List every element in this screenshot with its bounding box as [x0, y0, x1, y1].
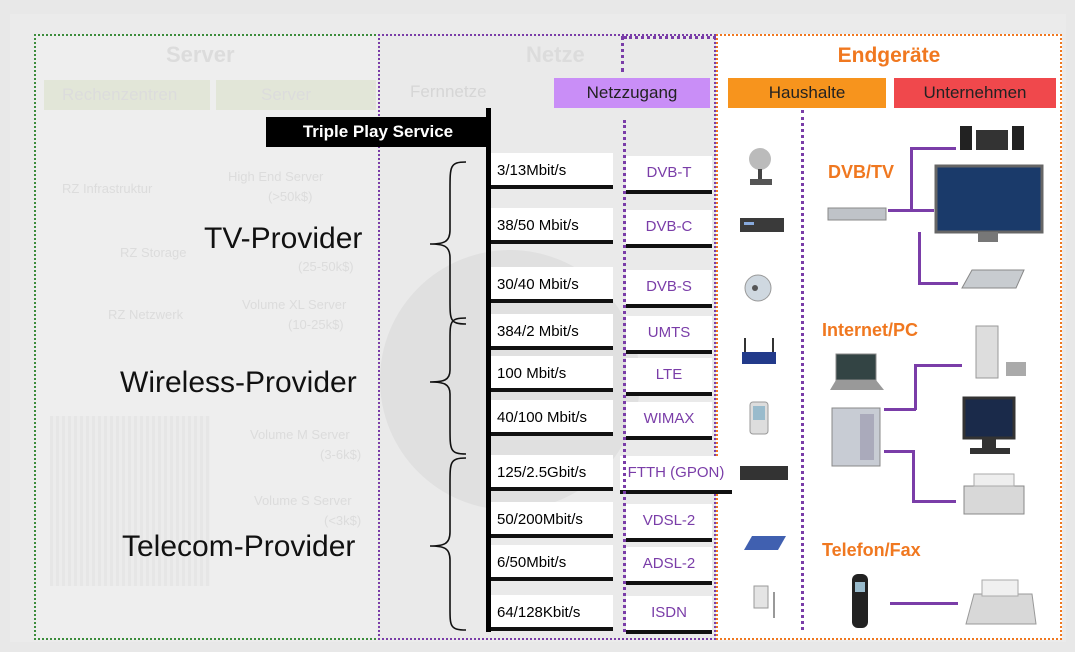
rate-6: 125/2.5Gbit/s	[491, 455, 613, 491]
netzzugang-box: Netzzugang	[554, 78, 710, 108]
telecom-brace	[429, 457, 467, 631]
wireless-brace	[429, 317, 467, 455]
triple-play-bar	[486, 108, 491, 632]
rz-storage-label: RZ Storage	[120, 245, 187, 260]
fernnetze-label: Fernnetze	[410, 82, 487, 101]
flatscreen-tv-icon	[934, 164, 1044, 242]
wireless-provider-label: Wireless-Provider	[120, 366, 357, 399]
pc-up-vertical	[914, 364, 917, 410]
tech-9: ISDN	[626, 596, 712, 634]
netze-top-dots	[624, 36, 716, 39]
receiver-icon	[827, 207, 887, 221]
rate-8: 6/50Mbit/s	[491, 545, 613, 581]
rate-3: 384/2 Mbit/s	[491, 314, 613, 350]
antenna-icon	[749, 148, 772, 185]
tech-3: UMTS	[626, 316, 712, 354]
pc-monitor-icon	[962, 396, 1016, 454]
dvb-lower-vertical	[918, 232, 921, 284]
high-end-server-price: (>50k$)	[268, 189, 313, 204]
fax-machine-icon	[965, 579, 1037, 625]
internet-pc-category: Internet/PC	[822, 320, 919, 340]
wlan-router-icon	[742, 338, 776, 364]
datacenter-image	[50, 416, 210, 586]
netzzugang-label: Netzzugang	[586, 83, 678, 102]
rate-2: 30/40 Mbit/s	[491, 267, 613, 303]
media-center-icon	[975, 325, 1026, 379]
modem-icon	[740, 466, 788, 480]
endgeraete-title: Endgeräte	[837, 44, 941, 67]
triple-play-header: Triple Play Service	[266, 117, 490, 147]
tech-6: FTTH (GPON)	[620, 456, 732, 494]
pc-down-connector	[884, 450, 914, 453]
dsl-modem-icon	[744, 536, 786, 550]
rate-5: 40/100 Mbit/s	[491, 400, 613, 436]
telefon-fax-category: Telefon/Fax	[822, 540, 921, 560]
storage-price: (25-50k$)	[298, 259, 354, 274]
dvb-vertical-connector	[910, 147, 913, 211]
rechenzentren-box: Rechenzentren	[44, 80, 210, 110]
netze-top-divider	[621, 36, 624, 72]
netzzugang-divider	[623, 120, 626, 632]
tech-7: VDSL-2	[626, 504, 712, 542]
telecom-provider-label: Telecom-Provider	[122, 530, 356, 563]
dvb-mid-connector	[888, 209, 934, 212]
rate-7: 50/200Mbit/s	[491, 502, 613, 538]
volume-s-label: Volume S Server	[254, 493, 352, 508]
unternehmen-box: Unternehmen	[894, 78, 1056, 108]
tv-provider-label: TV-Provider	[204, 222, 363, 255]
dvb-tv-category: DVB/TV	[828, 162, 895, 182]
pc-printer-connector	[912, 500, 956, 503]
haushalte-label: Haushalte	[768, 83, 846, 102]
tech-8: ADSL-2	[626, 547, 712, 585]
haushalte-box: Haushalte	[728, 78, 886, 108]
satellite-dish-icon	[744, 274, 772, 302]
cordless-phone-icon	[852, 574, 868, 628]
volume-xl-price: (10-25k$)	[288, 317, 344, 332]
dvb-lower-connector	[918, 282, 958, 285]
rate-0: 3/13Mbit/s	[491, 153, 613, 189]
volume-m-price: (3-6k$)	[320, 447, 362, 462]
rz-netzwerk-label: RZ Netzwerk	[108, 307, 184, 322]
server-sub-label: Server	[261, 85, 312, 104]
rate-1: 38/50 Mbit/s	[491, 208, 613, 244]
tech-5: WIMAX	[626, 402, 712, 440]
pc-up-connector	[914, 364, 962, 367]
dvb-top-connector	[910, 147, 956, 150]
tv-brace	[429, 161, 467, 325]
rate-4: 100 Mbit/s	[491, 356, 613, 392]
haushalte-divider	[801, 110, 804, 630]
server-sub-box: Server	[216, 80, 376, 110]
phone-fax-connector	[890, 602, 958, 605]
provider-braces	[429, 161, 467, 631]
volume-xl-label: Volume XL Server	[242, 297, 347, 312]
pc-left-connector	[884, 408, 916, 411]
hifi-system-icon	[960, 126, 1024, 150]
laptop-icon	[830, 353, 884, 390]
netze-title: Netze	[526, 42, 585, 67]
dvd-player-icon	[961, 269, 1025, 289]
rate-9: 64/128Kbit/s	[491, 595, 613, 631]
tech-2: DVB-S	[626, 270, 712, 308]
server-tower-icon	[831, 407, 881, 467]
pc-down-vertical	[912, 450, 915, 502]
printer-icon	[963, 473, 1025, 515]
volume-s-price: (<3k$)	[324, 513, 362, 528]
pda-icon	[749, 401, 769, 435]
volume-m-label: Volume M Server	[250, 427, 350, 442]
isdn-socket-icon	[753, 585, 775, 618]
tech-4: LTE	[626, 358, 712, 396]
high-end-server-label: High End Server	[228, 169, 324, 184]
server-title: Server	[166, 42, 235, 67]
set-top-box-icon	[740, 218, 784, 232]
unternehmen-label: Unternehmen	[923, 83, 1027, 102]
rechenzentren-label: Rechenzentren	[62, 85, 178, 104]
tech-0: DVB-T	[626, 156, 712, 194]
rz-infrastruktur-label: RZ Infrastruktur	[62, 181, 153, 196]
tech-1: DVB-C	[626, 210, 712, 248]
